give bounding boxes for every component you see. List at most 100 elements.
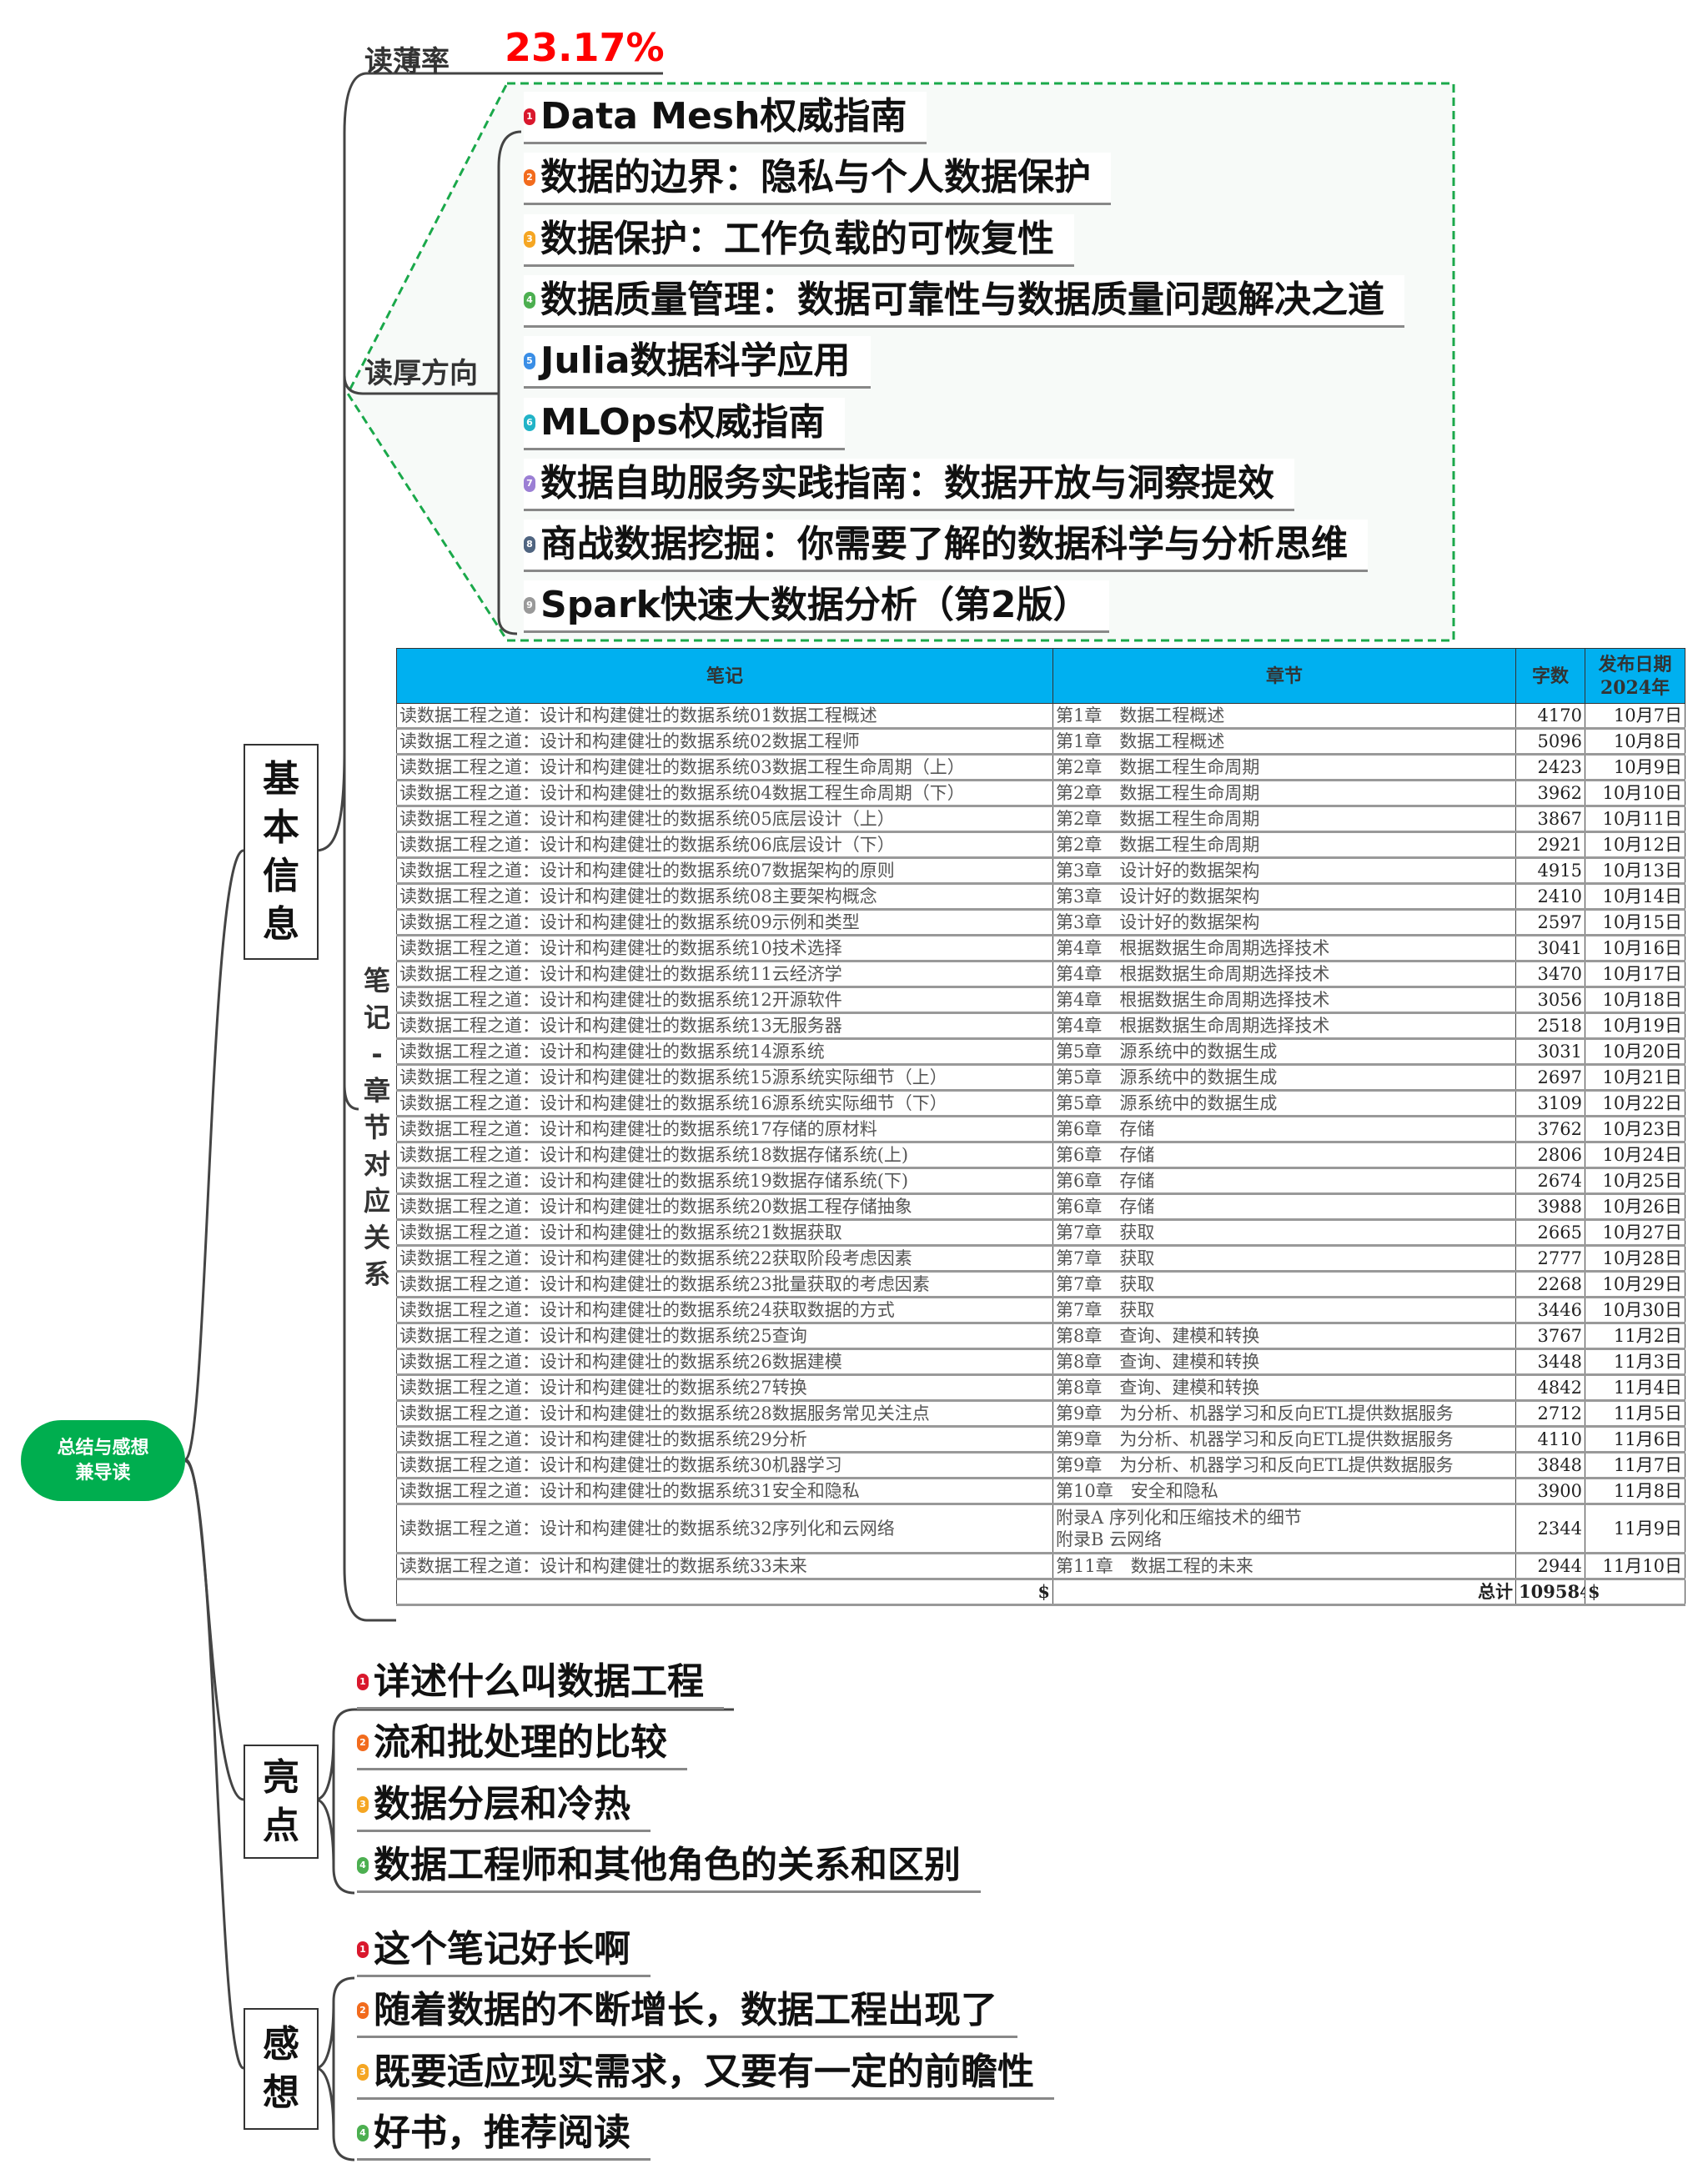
cell-note: 读数据工程之道：设计和构建健壮的数据系统16源系统实际细节（下） xyxy=(396,1090,1053,1117)
thin-rate-value: 23.17% xyxy=(505,25,665,70)
topic-char: 亮 xyxy=(263,1755,299,1799)
cell-note: 读数据工程之道：设计和构建健壮的数据系统31安全和隐私 xyxy=(396,1478,1053,1505)
cell-note: 读数据工程之道：设计和构建健壮的数据系统30机器学习 xyxy=(396,1452,1053,1479)
cell-chapter: 第3章 设计好的数据架构 xyxy=(1052,857,1516,885)
cell-word-count: 3767 xyxy=(1515,1323,1585,1350)
cell-word-count: 4842 xyxy=(1515,1374,1585,1402)
cell-word-count: 3762 xyxy=(1515,1116,1585,1143)
table-row: 读数据工程之道：设计和构建健壮的数据系统11云经济学第4章 根据数据生命周期选择… xyxy=(396,961,1685,988)
cell-chapter: 第7章 获取 xyxy=(1052,1245,1516,1273)
cell-word-count: 4170 xyxy=(1515,703,1585,730)
cell-note: 读数据工程之道：设计和构建健壮的数据系统08主要架构概念 xyxy=(396,883,1053,911)
item-text: 数据保护：工作负载的可恢复性 xyxy=(540,217,1054,260)
mapping-label-char: 笔 xyxy=(363,965,390,997)
mapping-label-char: 节 xyxy=(363,1112,390,1143)
item-text: 详述什么叫数据工程 xyxy=(374,1660,704,1703)
cell-date: 10月9日 xyxy=(1585,754,1685,781)
cell-chapter: 第4章 根据数据生命周期选择技术 xyxy=(1052,1012,1516,1040)
number-badge-icon: 4 xyxy=(357,1856,369,1874)
cell-note: 读数据工程之道：设计和构建健壮的数据系统21数据获取 xyxy=(396,1219,1053,1247)
topic-char: 想 xyxy=(263,2071,299,2114)
cell-chapter: 第6章 存储 xyxy=(1052,1193,1516,1221)
table-row: 读数据工程之道：设计和构建健壮的数据系统30机器学习第9章 为分析、机器学习和反… xyxy=(396,1452,1685,1479)
mapping-label-char: 关 xyxy=(363,1222,390,1253)
cell-date: 10月11日 xyxy=(1585,806,1685,833)
cell-word-count: 3900 xyxy=(1515,1478,1585,1505)
number-badge-icon: 4 xyxy=(524,291,535,309)
root-line-1: 总结与感想 xyxy=(57,1437,149,1459)
number-badge-icon: 4 xyxy=(357,2124,369,2141)
cell-word-count: 3446 xyxy=(1515,1297,1585,1324)
cell-chapter: 第9章 为分析、机器学习和反向ETL提供数据服务 xyxy=(1052,1426,1516,1454)
topic-char: 基 xyxy=(263,757,299,801)
cell-chapter: 第10章 安全和隐私 xyxy=(1052,1478,1516,1505)
cell-word-count: 2665 xyxy=(1515,1219,1585,1247)
cell-note: 读数据工程之道：设计和构建健壮的数据系统12开源软件 xyxy=(396,987,1053,1014)
cell-chapter: 第5章 源系统中的数据生成 xyxy=(1052,1038,1516,1066)
table-row: 读数据工程之道：设计和构建健壮的数据系统13无服务器第4章 根据数据生命周期选择… xyxy=(396,1012,1685,1040)
cell-note: 读数据工程之道：设计和构建健壮的数据系统11云经济学 xyxy=(396,961,1053,988)
number-badge-icon: 1 xyxy=(357,1674,369,1690)
cell-date: 10月14日 xyxy=(1585,883,1685,911)
cell-date: 11月5日 xyxy=(1585,1400,1685,1428)
cell-chapter: 第9章 为分析、机器学习和反向ETL提供数据服务 xyxy=(1052,1452,1516,1479)
cell-date: 11月2日 xyxy=(1585,1323,1685,1350)
cell-note: 读数据工程之道：设计和构建健壮的数据系统17存储的原材料 xyxy=(396,1116,1053,1143)
cell-date: 11月4日 xyxy=(1585,1374,1685,1402)
table-row: 读数据工程之道：设计和构建健壮的数据系统06底层设计（下）第2章 数据工程生命周… xyxy=(396,831,1685,859)
cell-date: 10月30日 xyxy=(1585,1297,1685,1324)
cell-date: 10月16日 xyxy=(1585,935,1685,962)
item-text: 商战数据挖掘：你需要了解的数据科学与分析思维 xyxy=(540,523,1348,566)
table-row: 读数据工程之道：设计和构建健壮的数据系统08主要架构概念第3章 设计好的数据架构… xyxy=(396,883,1685,911)
table-row: 读数据工程之道：设计和构建健壮的数据系统12开源软件第4章 根据数据生命周期选择… xyxy=(396,987,1685,1014)
cell-word-count: 2777 xyxy=(1515,1245,1585,1273)
cell-date: 10月18日 xyxy=(1585,987,1685,1014)
cell-chapter: 附录A 序列化和压缩技术的细节附录B 云网络 xyxy=(1052,1504,1516,1554)
topic-highlights[interactable]: 亮 点 xyxy=(244,1745,319,1859)
mapping-label-char: 章 xyxy=(363,1075,390,1107)
cell-date: 11月7日 xyxy=(1585,1452,1685,1479)
cell-chapter: 第2章 数据工程生命周期 xyxy=(1052,780,1516,807)
number-badge-icon: 7 xyxy=(524,474,535,492)
item-text: 流和批处理的比较 xyxy=(374,1721,667,1765)
list-item[interactable]: 4 数据工程师和其他角色的关系和区别 xyxy=(357,1840,981,1893)
cell-chapter: 第4章 根据数据生命周期选择技术 xyxy=(1052,935,1516,962)
cell-date: 10月25日 xyxy=(1585,1167,1685,1195)
header-word-count: 字数 xyxy=(1515,648,1585,704)
cell-date: 11月3日 xyxy=(1585,1348,1685,1376)
cell-note: 读数据工程之道：设计和构建健壮的数据系统20数据工程存储抽象 xyxy=(396,1193,1053,1221)
cell-word-count: 3448 xyxy=(1515,1348,1585,1376)
thick-direction-label: 读厚方向 xyxy=(364,357,478,390)
table-row: 读数据工程之道：设计和构建健壮的数据系统29分析第9章 为分析、机器学习和反向E… xyxy=(396,1426,1685,1454)
list-item[interactable]: 1 详述什么叫数据工程 xyxy=(357,1657,724,1710)
mapping-label-char: - xyxy=(371,1038,383,1070)
number-badge-icon: 6 xyxy=(524,414,535,431)
cell-note: 读数据工程之道：设计和构建健壮的数据系统27转换 xyxy=(396,1374,1053,1402)
item-text: 数据工程师和其他角色的关系和区别 xyxy=(374,1843,961,1886)
cell-chapter: 第8章 查询、建模和转换 xyxy=(1052,1323,1516,1350)
topic-basic-info[interactable]: 基 本 信 息 xyxy=(244,744,319,960)
root-node[interactable]: 总结与感想 兼导读 xyxy=(21,1420,185,1501)
topic-thoughts[interactable]: 感 想 xyxy=(244,2008,319,2130)
